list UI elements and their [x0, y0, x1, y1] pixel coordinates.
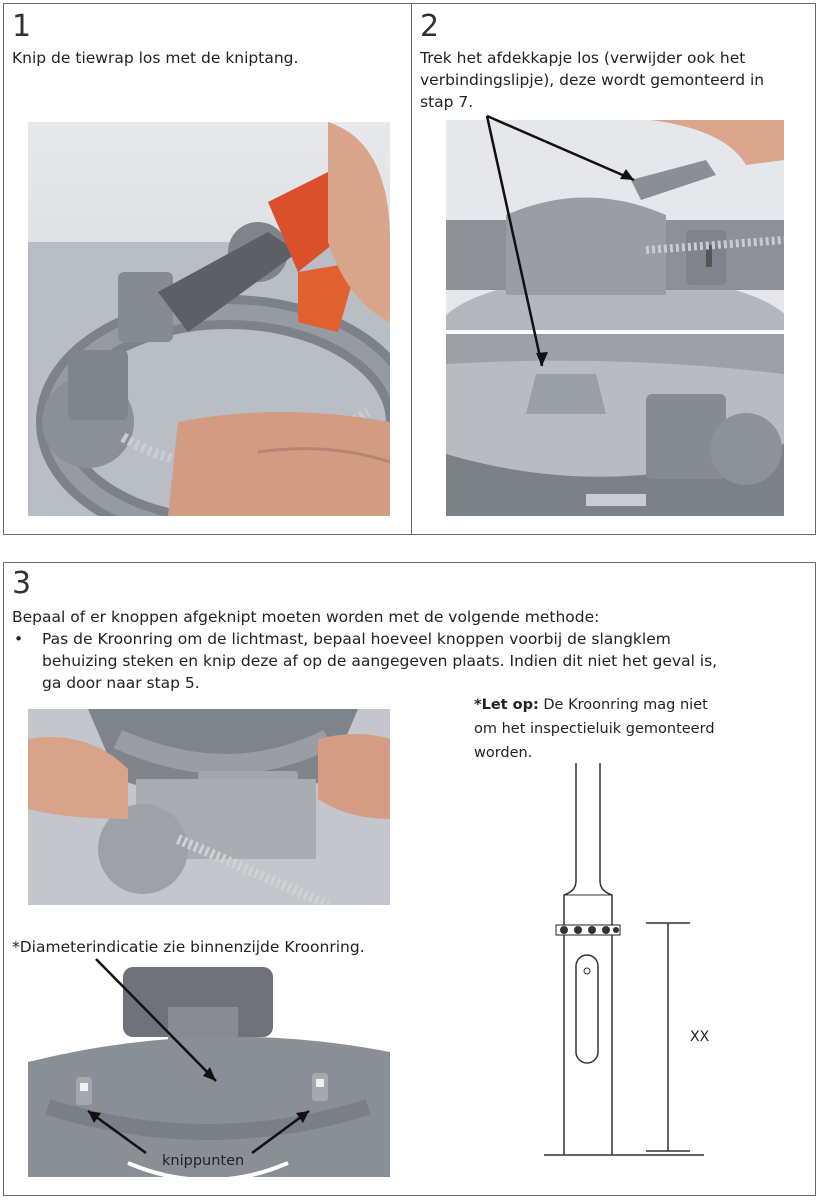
dimension-label: XX: [690, 1029, 710, 1045]
step-instruction-line3: stap 7.: [420, 93, 474, 111]
warning-note-line2: om het inspectieluik gemonteerd: [474, 721, 715, 737]
warning-note-label: *Let op:: [474, 697, 539, 713]
warning-note-line3: worden.: [474, 745, 533, 761]
photo-cut-points: [28, 967, 390, 1177]
pole-diagram: [544, 763, 704, 1156]
photo-remove-cap: [446, 120, 784, 330]
bullet-dot: •: [14, 630, 24, 648]
bullet-line2: behuizing steken en knip deze af op de a…: [42, 652, 718, 670]
step-number: 1: [12, 9, 32, 44]
bullet-line1: Pas de Kroonring om de lichtmast, bepaal…: [42, 630, 671, 648]
step-1-panel: 1 Knip de tiewrap los met de kniptang.: [3, 3, 413, 535]
bullet-line3: ga door naar stap 5.: [42, 674, 200, 692]
photo-fit-ring: [28, 709, 390, 905]
photo-cap-position: [446, 334, 784, 516]
cut-points-label: knippunten: [162, 1153, 245, 1169]
step-number: 3: [12, 566, 32, 601]
step-number: 2: [420, 9, 440, 44]
step-intro: Bepaal of er knoppen afgeknipt moeten wo…: [12, 608, 600, 626]
step-3-panel: 3 Bepaal of er knoppen afgeknipt moeten …: [3, 562, 816, 1196]
step-2-panel: 2 Trek het afdekkapje los (verwijder ook…: [411, 3, 816, 535]
step-instruction-line2: verbindingslipje), deze wordt gemonteerd…: [420, 71, 765, 89]
step-instruction: Knip de tiewrap los met de kniptang.: [12, 49, 299, 67]
diameter-note: *Diameterindicatie zie binnenzijde Kroon…: [12, 938, 365, 956]
warning-note-line1: *Let op: De Kroonring mag niet: [474, 695, 708, 716]
step-instruction-line1: Trek het afdekkapje los (verwijder ook h…: [420, 49, 746, 67]
warning-note-text: De Kroonring mag niet: [538, 697, 708, 713]
photo-cutting-tiewrap: [28, 122, 390, 516]
